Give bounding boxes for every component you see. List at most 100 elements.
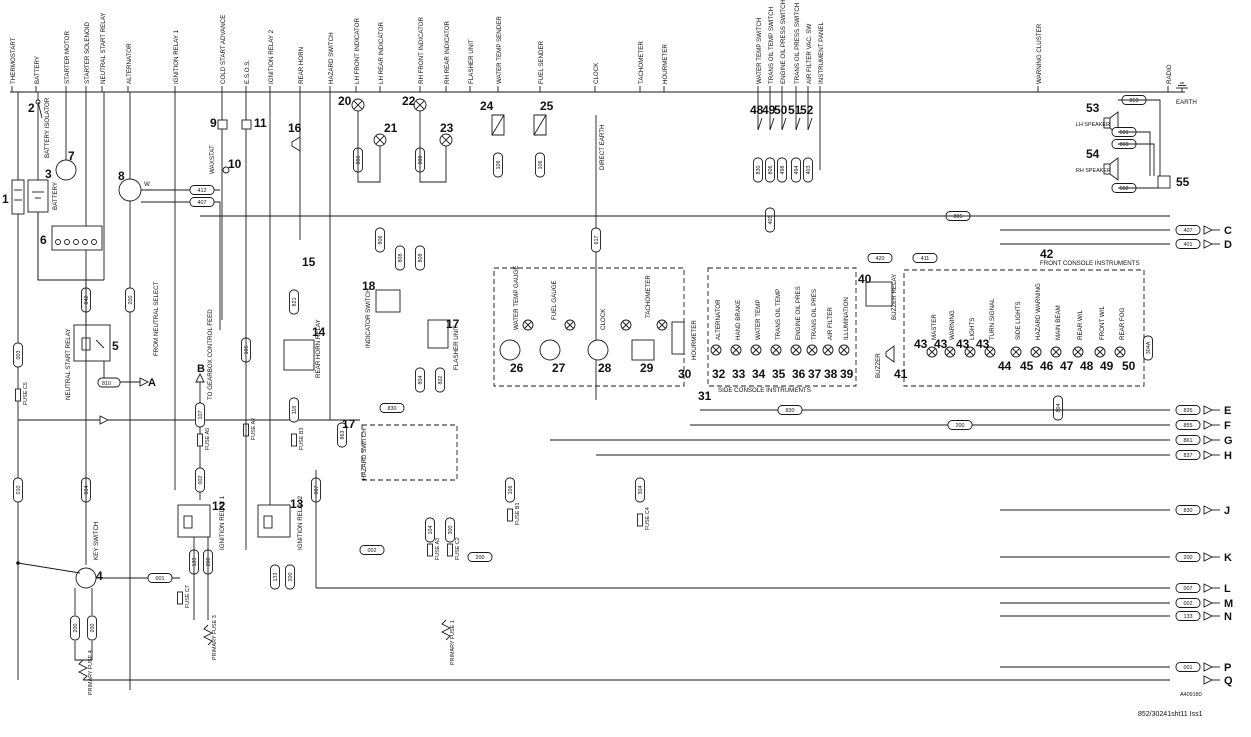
component-number: 37	[808, 367, 822, 381]
header-label-hazard-switch: HAZARD SWITCH	[328, 32, 335, 84]
wire-label: 601	[1120, 130, 1129, 136]
front-console-panel	[903, 269, 1145, 387]
esos-icon	[241, 119, 252, 130]
front-console-lamp-icon	[1010, 346, 1022, 358]
warning-switch-icon	[769, 117, 775, 131]
component-number: 16	[288, 121, 302, 135]
fuel-gauge-label: FUEL GAUGE	[551, 280, 558, 320]
wire-label: 808	[418, 254, 424, 263]
terminal-A: A	[148, 377, 156, 389]
component-number: 35	[772, 367, 786, 381]
connector-icon	[1203, 583, 1214, 593]
header-label-water-temp-switch: WATER TEMP SWITCH	[756, 18, 763, 84]
gauge-illumination-icon	[522, 319, 534, 331]
terminal-M: M	[1224, 598, 1233, 610]
primary-fuse-icon	[77, 659, 89, 681]
wire-label: 133	[273, 573, 279, 582]
wire-label: 304	[638, 486, 644, 495]
front-console-lamp-label: HAZARD WARNING	[1035, 283, 1042, 340]
side-console-label: SIDE CONSOLE INSTRUMENTS	[718, 387, 811, 394]
gauge-illumination-icon	[656, 319, 668, 331]
harness-wire-label: 002	[1184, 601, 1193, 607]
fuel-sender-icon	[533, 114, 547, 136]
neutral-start-relay-icon	[73, 324, 111, 362]
wire-label-box	[289, 397, 299, 423]
wire-label-box	[1175, 435, 1201, 445]
terminal-Q: Q	[1224, 675, 1233, 687]
side-console-lamp-label: ALTERNATOR	[715, 299, 722, 340]
header-label-trans-oil-press-switch: TRANS OIL PRESS SWITCH	[794, 3, 801, 84]
terminal-N: N	[1224, 611, 1232, 623]
water-temp-sender-icon	[491, 114, 505, 136]
buzzer-relay-icon	[865, 281, 893, 307]
wire-label: 007	[314, 486, 320, 495]
side-console-panel	[707, 267, 857, 387]
wire-label: 411	[921, 256, 930, 262]
indicator-switch-icon	[375, 289, 401, 313]
wire-label: 810	[102, 381, 111, 387]
fuse-icon	[197, 433, 203, 447]
header-label-flasher-unit: FLASHER UNIT	[468, 39, 475, 84]
primary-fuse-3-label: PRIMARY FUSE 3	[212, 615, 218, 660]
component-number: 43	[914, 337, 928, 351]
front-console-label: FRONT CONSOLE INSTRUMENTS	[1040, 260, 1140, 267]
gauge-illumination-icon	[564, 319, 576, 331]
wire-label-box	[947, 420, 973, 430]
component-number: 7	[68, 149, 75, 163]
wire-label: 001	[156, 576, 165, 582]
component-number: 45	[1020, 359, 1034, 373]
solenoid-terminal	[73, 239, 79, 245]
component-number: 5	[112, 339, 119, 353]
component-number: 12	[212, 499, 226, 513]
wire-label-box	[415, 367, 425, 393]
component-number: 1	[2, 192, 9, 206]
wire-label-box	[867, 253, 893, 263]
header-label-rear-horn: REAR HORN	[298, 47, 305, 84]
junction-dot	[16, 561, 20, 565]
clock-label: CLOCK	[600, 308, 607, 330]
rh-rear-indicator-icon	[439, 133, 453, 147]
wire-label-box	[87, 615, 97, 641]
wire-label-box	[379, 403, 405, 413]
front-console-lamp-label: LIGHTS	[969, 318, 976, 340]
wire-label: 200	[73, 624, 79, 633]
wire-label-box	[803, 157, 813, 183]
component-number: 10	[228, 157, 242, 171]
wire-label: 407	[198, 200, 207, 206]
side-console-lamp-icon	[790, 344, 802, 356]
wire-label-box	[195, 402, 205, 428]
wire-label-box	[591, 227, 601, 253]
wire-label: 002	[198, 476, 204, 485]
component-number: 47	[1060, 359, 1074, 373]
front-console-lamp-icon	[1030, 346, 1042, 358]
wire-407	[141, 201, 221, 330]
gauge-illumination-icon	[620, 319, 632, 331]
wire-label: 802	[438, 376, 444, 385]
component-number: 25	[540, 99, 554, 113]
ignition-relay-2-label: IGNITION RELAY 2	[297, 495, 304, 550]
hourmeter-label: HOURMETER	[691, 320, 698, 360]
solenoid-terminal	[91, 239, 97, 245]
wire-label-box	[189, 185, 215, 195]
isolator-switch	[37, 101, 43, 119]
wire-label-box	[1175, 450, 1201, 460]
fuse-icon	[427, 543, 433, 557]
key-switch-icon	[75, 567, 97, 589]
fuse-label: FUSE A5	[205, 428, 211, 450]
header-label-lh-front-indicator: LH FRONT INDICATOR	[354, 17, 361, 84]
component-number: 53	[1086, 101, 1100, 115]
side-console-lamp-icon	[710, 344, 722, 356]
component-number: 36	[792, 367, 806, 381]
wire-label-box	[125, 287, 135, 313]
component-number: 46	[1040, 359, 1054, 373]
component-number: 52	[800, 103, 814, 117]
fuse-label: FUSE B3	[299, 428, 305, 450]
terminal-B: B	[197, 363, 205, 375]
speaker-wire	[1118, 131, 1151, 176]
header-label-hourmeter: HOURMETER	[662, 44, 669, 84]
harness-wire-label: 835	[1184, 408, 1193, 414]
wire-label-box	[435, 367, 445, 393]
header-label-warning-cluster: WARNING CLUSTER	[1036, 23, 1043, 84]
front-console-lamp-icon	[1094, 346, 1106, 358]
terminal-H: H	[1224, 450, 1232, 462]
